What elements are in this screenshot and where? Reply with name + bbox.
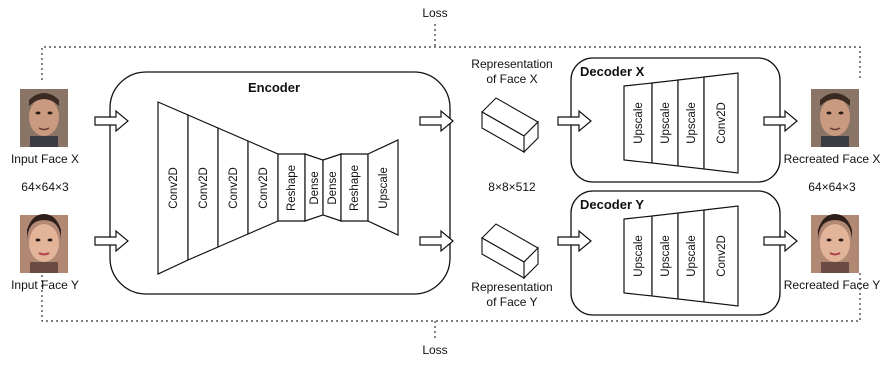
arrow-decoder-y-to-output bbox=[763, 229, 798, 253]
decoder-x-title: Decoder X bbox=[580, 64, 645, 79]
repr-y-cuboid bbox=[481, 223, 539, 280]
encoder-layer-label: Reshape bbox=[286, 165, 298, 211]
decoder-y-layer-label: Upscale bbox=[686, 235, 698, 277]
output-dims-label: 64×64×3 bbox=[808, 180, 856, 194]
encoder-layer-labels: Conv2D Conv2D Conv2D Conv2D Reshape Dens… bbox=[168, 165, 390, 211]
arrow-repr-y-to-decoder-y bbox=[557, 229, 592, 253]
encoder-layer-label: Dense bbox=[309, 171, 321, 204]
decoder-y-layers bbox=[623, 205, 739, 307]
repr-dims-label: 8×8×512 bbox=[488, 180, 536, 194]
repr-x-cuboid bbox=[481, 97, 539, 154]
encoder-layer-9 bbox=[367, 139, 399, 236]
encoder-layer-label: Conv2D bbox=[228, 167, 240, 209]
arrow-input-x-to-encoder bbox=[94, 109, 129, 133]
repr-x-label-line2: of Face X bbox=[486, 72, 538, 86]
decoder-x-layer-label: Upscale bbox=[686, 102, 698, 144]
encoder-layer-label: Upscale bbox=[378, 167, 390, 209]
arrow-repr-x-to-decoder-x bbox=[557, 109, 592, 133]
arrow-input-y-to-encoder bbox=[94, 229, 129, 253]
encoder-layer-label: Conv2D bbox=[258, 167, 270, 209]
loss-loop bbox=[41, 24, 861, 341]
input-face-y-label: Input Face Y bbox=[11, 278, 79, 292]
repr-y-label-line2: of Face Y bbox=[486, 295, 538, 309]
arrow-encoder-to-repr-y bbox=[419, 229, 454, 253]
encoder-layer-label: Conv2D bbox=[168, 167, 180, 209]
recreated-face-y-image bbox=[811, 214, 859, 273]
input-face-x-label: Input Face X bbox=[10, 152, 80, 166]
encoder-title: Encoder bbox=[248, 80, 301, 95]
recreated-face-x-image bbox=[811, 89, 859, 147]
repr-y-label-line1: Representation bbox=[471, 280, 553, 294]
decoder-x-layer-label: Conv2D bbox=[716, 102, 728, 144]
encoder-layers bbox=[157, 101, 399, 275]
decoder-y-title: Decoder Y bbox=[580, 197, 645, 212]
decoder-x-layer-label: Upscale bbox=[633, 102, 645, 144]
recreated-face-x-label: Recreated Face X bbox=[783, 152, 881, 166]
decoder-y-layer-label: Upscale bbox=[633, 235, 645, 277]
decoder-x-layers bbox=[623, 72, 739, 174]
decoder-y-layer-4 bbox=[703, 205, 739, 307]
decoder-y-layer-label: Conv2D bbox=[716, 235, 728, 277]
arrow-decoder-x-to-output bbox=[763, 109, 798, 133]
input-face-x-image bbox=[20, 89, 68, 147]
encoder-layer-label: Conv2D bbox=[198, 167, 210, 209]
recreated-face-y-label: Recreated Face Y bbox=[783, 278, 881, 292]
input-dims-label: 64×64×3 bbox=[21, 180, 69, 194]
loss-label-bottom: Loss bbox=[422, 343, 448, 357]
decoder-x-layer-4 bbox=[703, 72, 739, 174]
decoder-y-layer-label: Upscale bbox=[660, 235, 672, 277]
input-face-y-image bbox=[20, 214, 68, 273]
encoder-layer-label: Dense bbox=[327, 171, 339, 204]
flow-arrows bbox=[94, 109, 798, 253]
encoder-layer-label: Reshape bbox=[349, 165, 361, 211]
arrow-encoder-to-repr-x bbox=[419, 109, 454, 133]
decoder-x-layer-label: Upscale bbox=[660, 102, 672, 144]
loss-label-top: Loss bbox=[422, 6, 448, 20]
repr-x-label-line1: Representation bbox=[471, 57, 553, 71]
decoder-y-layer-labels: Upscale Upscale Upscale Conv2D bbox=[633, 235, 728, 277]
decoder-x-layer-labels: Upscale Upscale Upscale Conv2D bbox=[633, 102, 728, 144]
